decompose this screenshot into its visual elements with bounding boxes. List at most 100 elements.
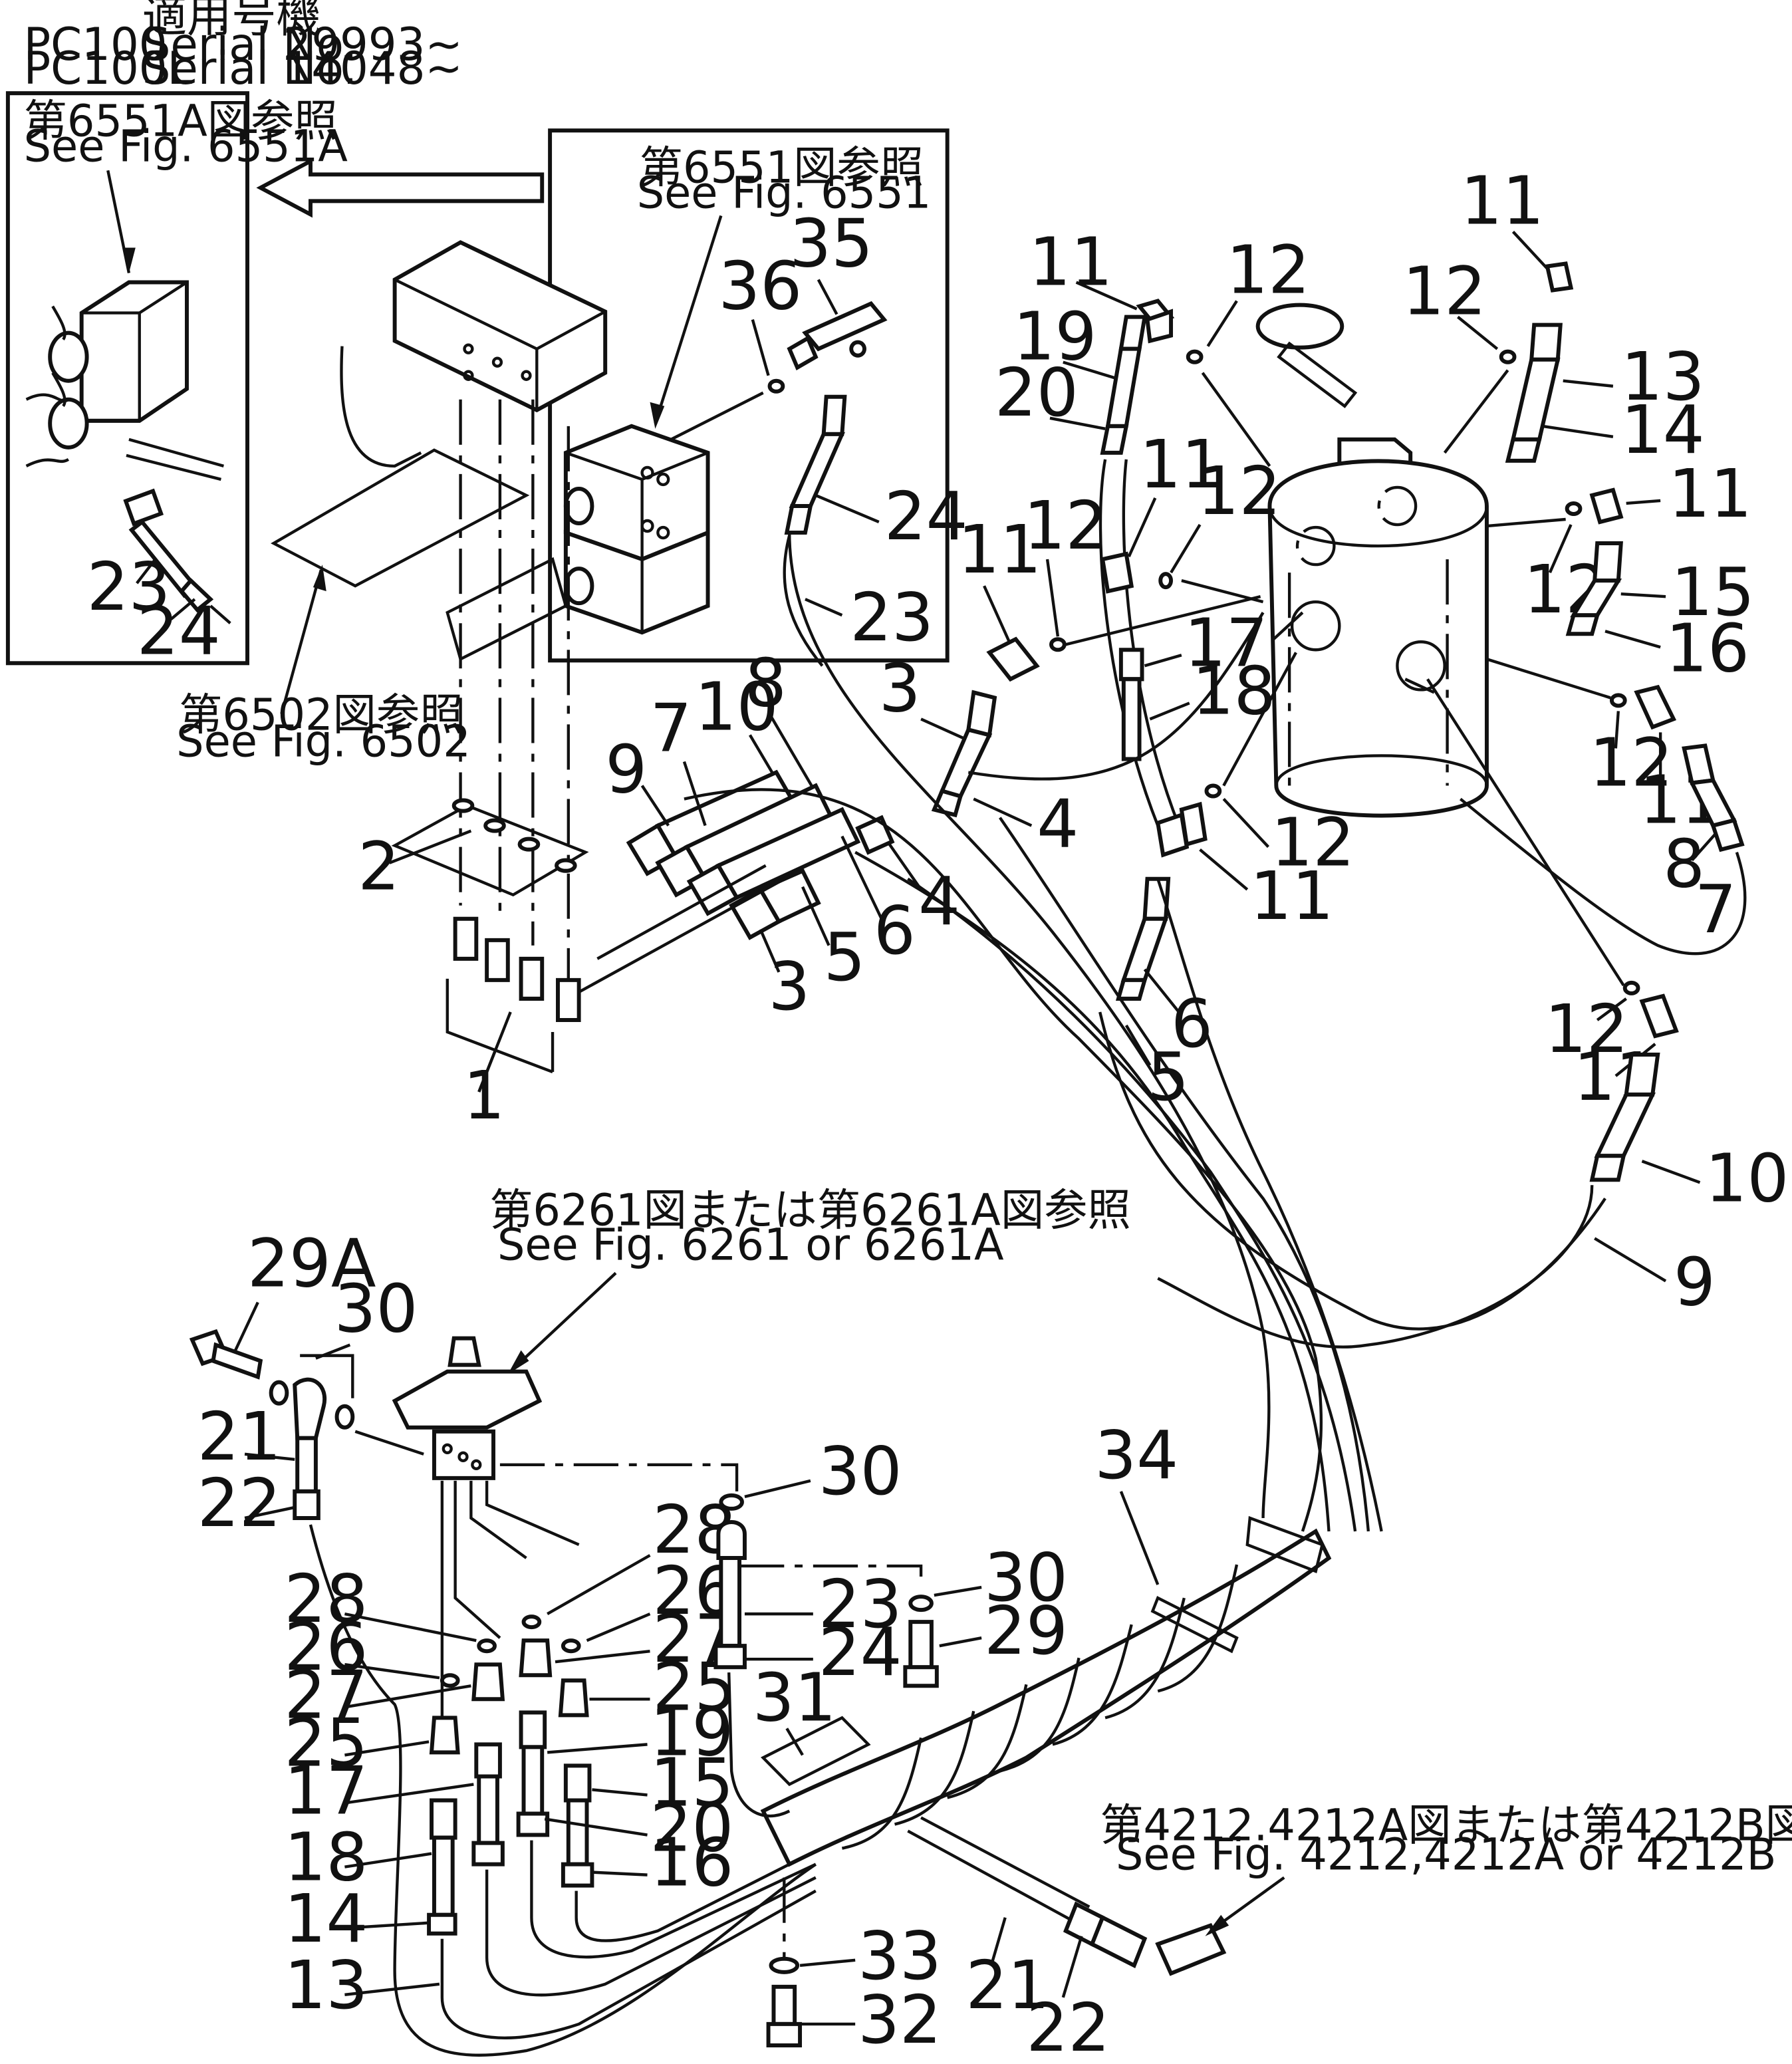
hose-bundle	[684, 533, 1606, 1532]
label-8: 8	[745, 645, 787, 722]
label-23-inset: 23	[87, 549, 171, 626]
elbows-part-1: 1	[446, 916, 581, 1135]
ref-6261-en: See Fig. 6261 or 6261A	[497, 1220, 1004, 1270]
label-20-bottom: 20	[650, 1790, 733, 1867]
model-header: 適用号機 PC100 Serial No. 29993~ PC100L Seri…	[24, 0, 463, 94]
label-11-a: 11	[1029, 224, 1112, 301]
label-24-inset: 24	[137, 593, 221, 670]
elbow-29a: 29A 30 21 22	[189, 1226, 817, 2057]
label-13-bottom: 13	[284, 1947, 368, 2024]
label-33: 33	[858, 1918, 942, 1995]
header-model-1: PC100	[24, 18, 168, 70]
swivel-fittings: 11 12 19 20 11 12 13 14 11	[931, 163, 1789, 1321]
label-16-bottom: 16	[650, 1825, 733, 1902]
label-10: 10	[695, 669, 779, 746]
label-23-lower: 23	[819, 1567, 902, 1644]
label-27-left: 27	[284, 1657, 368, 1734]
ref-6551-jp: 第6551図参照	[640, 142, 924, 193]
label-34: 34	[1094, 1417, 1178, 1494]
inset-fig6551a: 第6551A図参照 See Fig. 6551A 23 24	[5, 91, 348, 670]
label-14-bottom: 14	[284, 1880, 368, 1958]
label-22-left: 22	[197, 1465, 281, 1542]
label-11-e: 11	[1140, 426, 1223, 503]
label-21-left: 21	[197, 1398, 281, 1476]
label-14-top: 14	[1621, 392, 1705, 469]
label-19: 19	[1013, 299, 1097, 376]
label-18-bottom: 18	[284, 1819, 368, 1896]
label-35: 35	[789, 205, 873, 283]
ref-4212-jp: 第4212.4212A図または第4212B図参照	[1100, 1800, 1792, 1851]
label-24: 24	[884, 479, 968, 556]
label-30-left: 30	[334, 1271, 418, 1348]
protective-sleeve-34: 34 31 33 32 21 22 第4212.4212A図または第4212B図…	[753, 1417, 1792, 2064]
header-title: 適用号機	[142, 0, 321, 43]
ref-6502-jp: 第6502図参照	[179, 690, 463, 740]
ref-6502-en: See Fig. 6502	[176, 716, 471, 767]
header-serial-label-2: Serial No.	[142, 42, 357, 94]
control-valve: 第6502図参照 See Fig. 6502	[176, 240, 608, 1012]
label-12-e: 12	[1198, 453, 1281, 530]
ref-6551-en: See Fig. 6551	[637, 168, 932, 218]
label-24-lower: 24	[819, 1614, 902, 1692]
label-19-bottom: 19	[650, 1694, 733, 1771]
label-25-left: 25	[284, 1705, 368, 1782]
label-11-c: 11	[1668, 455, 1752, 533]
header-serial-2: 14048~	[283, 42, 462, 94]
label-32: 32	[858, 1982, 942, 2059]
label-30-top: 30	[819, 1433, 902, 1510]
label-31: 31	[753, 1660, 836, 1737]
label-10-right: 10	[1705, 1140, 1789, 1218]
ref-6551a-jp: 第6551A図参照	[24, 96, 338, 146]
label-12-h: 12	[1545, 991, 1628, 1068]
label-11-b: 11	[1460, 163, 1544, 240]
ppc-valve: 第6261図または第6261A図参照 See Fig. 6261 or 6261…	[392, 1185, 1131, 1718]
label-26-left: 26	[284, 1609, 368, 1686]
inset-frame-left	[5, 91, 249, 666]
ref-6261-jp: 第6261図または第6261A図参照	[489, 1185, 1131, 1235]
label-6: 6	[874, 892, 916, 969]
label-9: 9	[605, 731, 647, 809]
label-20: 20	[995, 354, 1079, 432]
header-serial-label-1: Serial No.	[142, 18, 357, 70]
header-serial-1: 29993~	[283, 18, 462, 70]
label-16-top: 16	[1666, 610, 1749, 688]
label-29a: 29A	[247, 1226, 376, 1303]
label-30-right: 30	[984, 1540, 1068, 1617]
label-15-bottom: 15	[650, 1745, 733, 1822]
label-7: 7	[650, 690, 692, 767]
hose-23-24-lower: 30 23 24 30 29	[713, 1433, 1068, 1818]
label-29: 29	[984, 1593, 1068, 1670]
ref-4212-en: See Fig. 4212,4212A or 4212B	[1116, 1829, 1776, 1880]
valve-hoses: 9 7 10 8 3 5 6 4 3 4	[578, 645, 1079, 1025]
label-3-upper: 3	[879, 650, 921, 727]
label-7-right: 7	[1695, 871, 1737, 948]
label-12-f: 12	[1023, 488, 1107, 565]
label-12-g: 12	[1271, 805, 1354, 882]
label-21-right: 21	[965, 1947, 1049, 2024]
ref-6551a-en: See Fig. 6551A	[24, 121, 348, 172]
big-arrow	[256, 158, 545, 218]
label-23: 23	[850, 580, 934, 657]
label-12-b: 12	[1402, 253, 1486, 330]
label-2: 2	[358, 829, 400, 906]
label-36: 36	[718, 248, 802, 325]
label-6-mid: 6	[1171, 985, 1213, 1063]
label-12-a: 12	[1226, 232, 1310, 309]
label-11-f: 11	[958, 512, 1041, 589]
label-9-right: 9	[1674, 1244, 1716, 1321]
label-8-right: 8	[1663, 826, 1705, 903]
label-17-bottom: 17	[284, 1753, 368, 1830]
label-1: 1	[463, 1058, 505, 1135]
label-4-upper: 4	[1037, 786, 1079, 863]
label-11-g: 11	[1250, 858, 1334, 935]
label-15-top: 15	[1671, 555, 1755, 632]
inset-fig6551: 第6551図参照 See Fig. 6551 35 36 24 23	[548, 128, 968, 667]
plate-part-2: 2	[358, 798, 589, 906]
label-18-top: 18	[1192, 653, 1276, 730]
label-5: 5	[824, 919, 866, 996]
label-13-top: 13	[1621, 338, 1705, 416]
label-22-right: 22	[1026, 1990, 1110, 2064]
header-model-2: PC100L	[24, 42, 193, 94]
swivel-joint	[1255, 303, 1489, 818]
